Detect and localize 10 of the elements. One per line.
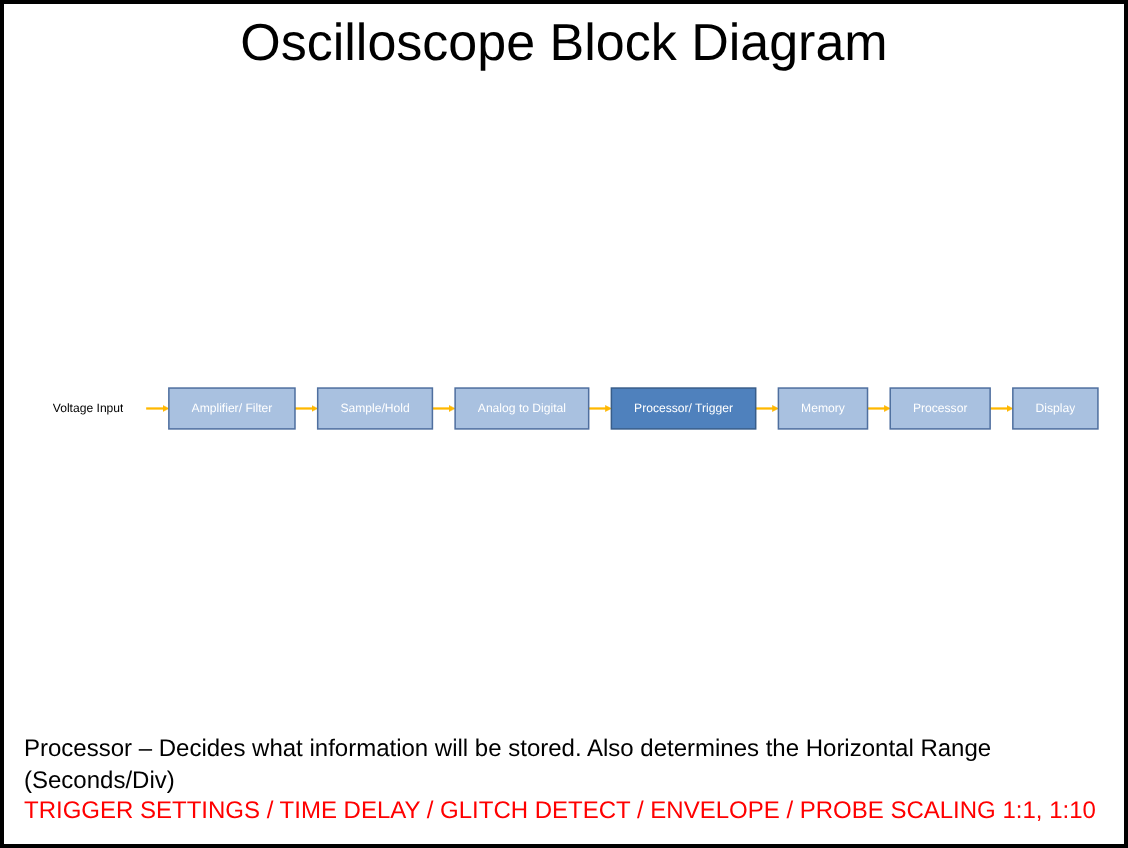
arrow (295, 404, 318, 412)
arrow (588, 404, 612, 412)
note-text: TRIGGER SETTINGS / TIME DELAY / GLITCH DETECT / ENVELOPE / PROBE SCALING 1:1, 1:10 (24, 796, 1098, 828)
arrow (432, 404, 456, 412)
arrow (146, 404, 170, 412)
arrow (867, 404, 891, 412)
arrow (755, 404, 779, 412)
diagram-title: Oscilloscope Block Diagram (238, 12, 890, 74)
note-text: Processor – Decides what information will be stored. Also determines the Horizontal Range (Seconds/Div) (24, 734, 994, 797)
arrow (990, 404, 1014, 412)
